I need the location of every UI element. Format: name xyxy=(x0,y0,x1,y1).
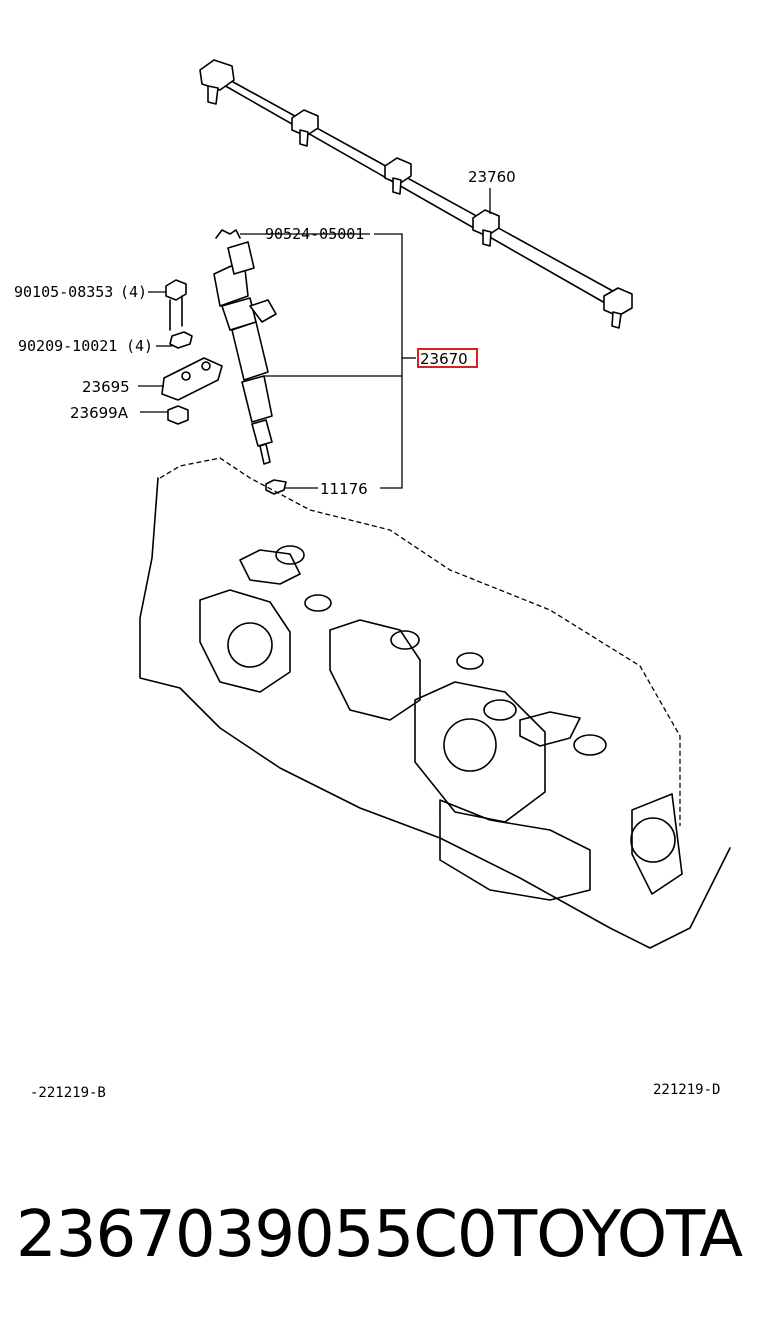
injector-callout[interactable]: 23670 xyxy=(420,350,468,368)
ref-left: -221219-B xyxy=(30,1085,106,1101)
ref-right: 221219-D xyxy=(653,1082,720,1098)
washer-callout[interactable]: 90209-10021 xyxy=(18,337,117,355)
clamp-callout[interactable]: 23695 xyxy=(82,378,130,396)
injector-drawing xyxy=(213,229,287,495)
injector-callout-highlight xyxy=(417,348,478,368)
cylinder-head-drawing xyxy=(139,457,731,949)
hardware-drawing xyxy=(161,279,223,425)
bolt-qty: (4) xyxy=(120,283,147,301)
bolt-callout[interactable]: 90105-08353 xyxy=(14,283,113,301)
clamp-bolt-kit-callout[interactable]: 90524-05001 xyxy=(265,225,364,243)
brand-name: TOYOTA xyxy=(498,1198,743,1272)
footer-banner: 2367039055C0 TOYOTA xyxy=(0,1190,760,1280)
fuel-rail-callout[interactable]: 23760 xyxy=(468,168,516,186)
gasket-callout[interactable]: 11176 xyxy=(320,480,368,498)
fuel-rail-drawing xyxy=(199,59,633,329)
leader-lines xyxy=(138,188,491,489)
part-number: 2367039055C0 xyxy=(16,1198,498,1272)
nut-callout[interactable]: 23699A xyxy=(70,404,129,422)
washer-qty: (4) xyxy=(126,337,153,355)
